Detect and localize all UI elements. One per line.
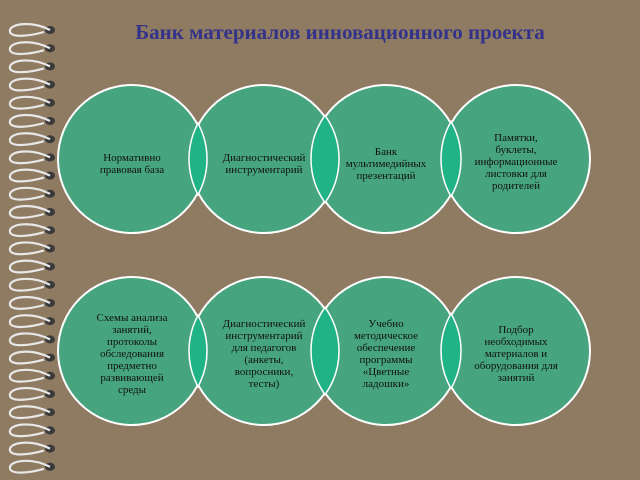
label-normative-base: Нормативно правовая база (99, 152, 165, 176)
label-equipment-selection: Подбор необходимых материалов и оборудов… (474, 324, 558, 384)
circle-equipment-selection (441, 276, 591, 426)
label-methodical-support: Учебно методическое обеспечение программ… (353, 318, 419, 390)
circle-analysis-schemes (57, 276, 207, 426)
binder-ring (8, 459, 51, 474)
binder-ring (8, 205, 51, 219)
binder-ring (8, 405, 51, 420)
circle-normative-base (57, 84, 207, 234)
binder-ring (8, 59, 51, 74)
binder-ring (8, 150, 51, 165)
label-multimedia-bank: Банк мультимедийных презентаций (345, 146, 427, 182)
binder-ring (8, 186, 51, 201)
binder-ring (8, 114, 51, 128)
binder-ring (8, 168, 51, 183)
binder-ring (8, 441, 51, 456)
binder-ring (8, 296, 51, 310)
binder-ring (8, 423, 51, 438)
label-diagnostic-tools: Диагностический инструментарий (222, 152, 306, 176)
binder-ring (8, 277, 51, 292)
binder-rings-decoration (8, 23, 55, 474)
page-title: Банк материалов инновационного проекта (135, 20, 545, 44)
binder-ring (8, 132, 51, 147)
label-analysis-schemes: Схемы анализа занятий, протоколы обследо… (96, 312, 168, 396)
binder-ring (8, 314, 51, 329)
circle-parent-leaflets (441, 84, 591, 234)
binder-ring (8, 41, 51, 56)
binder-ring (8, 368, 51, 383)
binder-ring (8, 241, 51, 256)
binder-ring (8, 387, 51, 401)
label-parent-leaflets: Памятки, буклеты, информационные листовк… (474, 132, 558, 192)
binder-ring (8, 223, 51, 238)
binder-ring (8, 77, 51, 92)
binder-ring (8, 23, 51, 37)
label-teacher-diagnostics: Диагностический инструментарий для педаг… (222, 318, 306, 390)
binder-ring (8, 95, 51, 110)
binder-ring (8, 259, 51, 274)
binder-ring (8, 332, 51, 347)
binder-ring (8, 350, 51, 365)
